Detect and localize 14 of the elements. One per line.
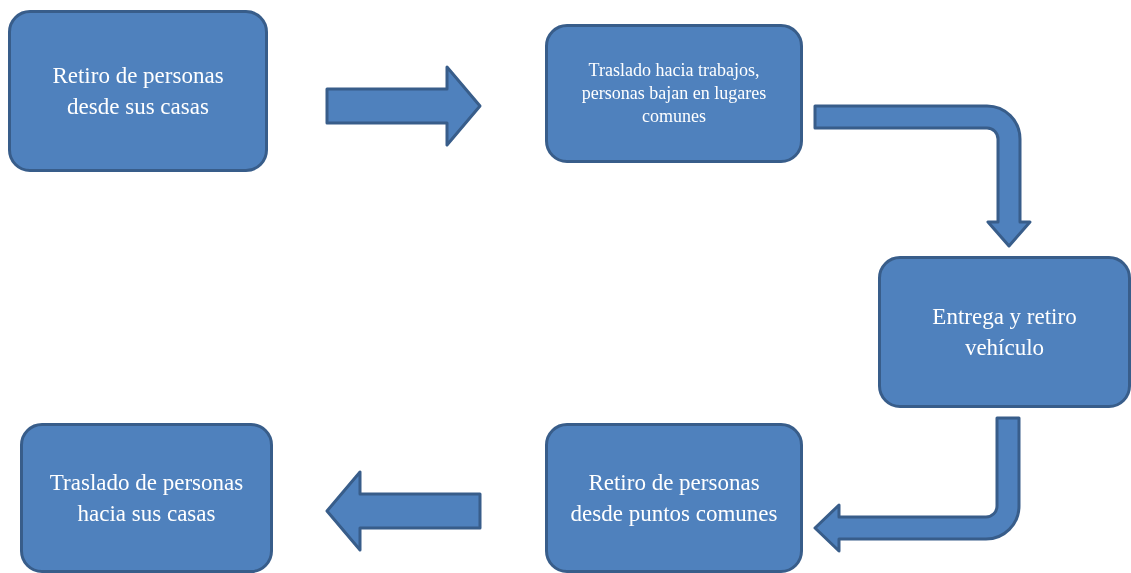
box-text: Retiro de personas desde sus casas	[51, 62, 225, 121]
box-text: Traslado hacia trabajos, personas bajan en lugares comunes	[580, 59, 768, 128]
bent-block-arrow	[813, 416, 1021, 553]
block-arrow	[325, 470, 482, 552]
process-box	[878, 256, 1131, 408]
process-box	[545, 423, 803, 573]
box-text: Traslado de personas hacia sus casas	[48, 469, 245, 528]
box-text: Entrega y retiro vehículo	[931, 303, 1078, 362]
process-box	[545, 24, 803, 163]
process-box	[8, 10, 268, 172]
bent-block-arrow	[813, 104, 1032, 248]
box-text: Retiro de personas desde puntos comunes	[569, 469, 779, 528]
block-arrow	[325, 65, 482, 147]
process-box	[20, 423, 273, 573]
